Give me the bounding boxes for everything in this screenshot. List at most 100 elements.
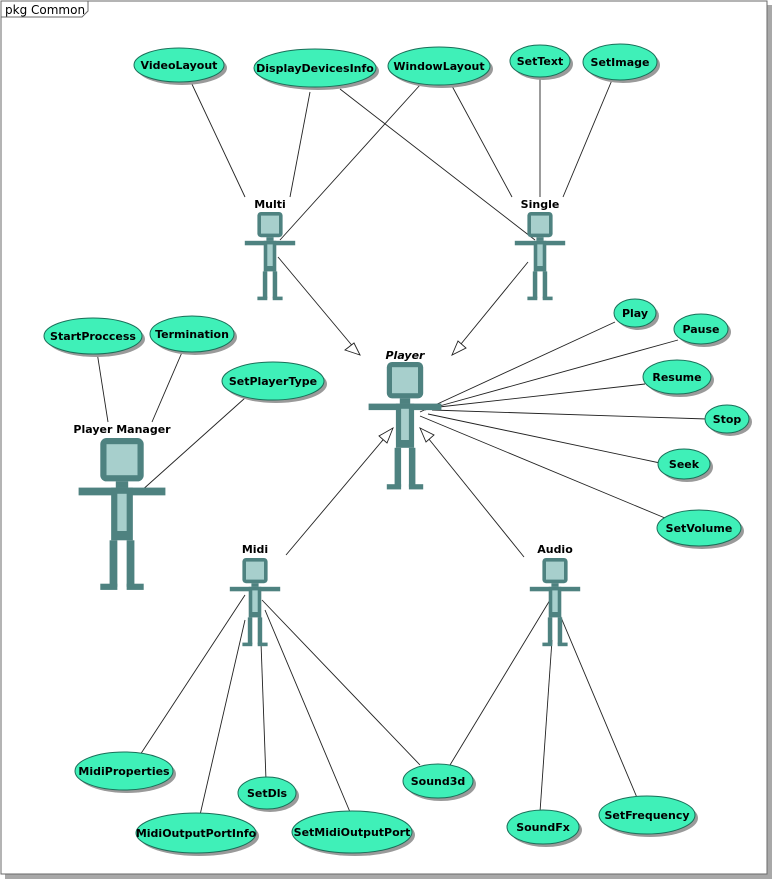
actor-face xyxy=(261,215,279,234)
assoc-audio-setfrequency xyxy=(559,614,639,801)
actor-right-foot xyxy=(126,583,144,590)
use-case-set-midi-output-port: SetMidiOutputPort xyxy=(291,810,415,856)
actor-label-player-manager: Player Manager xyxy=(73,423,171,436)
actor-left-foot xyxy=(386,484,402,490)
use-case-resume: Resume xyxy=(642,359,714,397)
actor-right-foot xyxy=(257,642,268,647)
assoc-single-setimage xyxy=(562,79,613,198)
use-case-label: SetDls xyxy=(247,787,288,800)
use-case-ellipse xyxy=(704,404,750,434)
use-case-ellipse xyxy=(221,361,325,401)
use-case-label: MidiOutputPortInfo xyxy=(136,827,257,840)
actor-right-leg xyxy=(126,540,135,587)
use-case-ellipse xyxy=(402,763,474,799)
actor-label-midi: Midi xyxy=(242,543,268,556)
use-case-set-dls: SetDls xyxy=(237,776,299,812)
use-case-midi-output-port-info: MidiOutputPortInfo xyxy=(135,812,259,856)
use-case-label: Play xyxy=(622,307,648,320)
use-case-display-devices-info: DisplayDevicesInfo xyxy=(253,48,379,90)
actor-left-foot xyxy=(242,642,253,647)
actors xyxy=(78,212,581,647)
use-case-set-frequency: SetFrequency xyxy=(598,795,698,837)
gen-arrowhead-midi xyxy=(378,426,394,444)
use-case-start-proccess: StartProccess xyxy=(43,317,145,357)
gen-arrowhead-multi xyxy=(344,342,361,356)
use-case-play: Play xyxy=(613,298,659,330)
actor-label-player: Player xyxy=(386,349,426,362)
actor-neck xyxy=(536,237,544,241)
actor-body-inner xyxy=(117,493,127,531)
actor-multi xyxy=(244,212,296,301)
use-case-ellipse xyxy=(135,812,257,854)
use-case-ellipse xyxy=(387,46,491,86)
generalization-arrows xyxy=(277,256,529,558)
use-case-ellipse xyxy=(657,448,711,480)
actor-neck xyxy=(399,398,411,404)
use-case-set-text: SetText xyxy=(509,44,573,80)
actor-right-foot xyxy=(542,296,553,301)
assoc-player-seek xyxy=(427,413,661,464)
gen-audio-player xyxy=(419,427,525,558)
use-case-set-volume: SetVolume xyxy=(656,509,744,549)
use-case-ellipse xyxy=(598,795,696,835)
use-case-ellipse xyxy=(291,810,413,854)
actor-face xyxy=(546,561,564,580)
actor-left-foot xyxy=(527,296,538,301)
actor-left-foot xyxy=(100,583,118,590)
actor-face xyxy=(392,367,418,394)
use-case-ellipse xyxy=(656,509,742,547)
use-case-label: StartProccess xyxy=(50,330,136,343)
assoc-single-displaydevicesinfo xyxy=(339,88,536,241)
assoc-midi-midioutputportinfo xyxy=(199,619,246,816)
assoc-player-play xyxy=(419,321,616,413)
actor-player-manager xyxy=(78,438,166,590)
actor-left-leg xyxy=(547,617,553,645)
assoc-pm-startproccess xyxy=(96,351,109,423)
use-case-ellipse xyxy=(613,298,657,328)
assoc-pm-setplayertype xyxy=(139,397,246,493)
gen-single-player xyxy=(451,261,529,356)
use-case-ellipse xyxy=(43,317,143,355)
actor-label-multi: Multi xyxy=(254,198,286,211)
assoc-multi-videolayout xyxy=(189,79,246,198)
actor-label-audio: Audio xyxy=(537,543,573,556)
use-case-label: DisplayDevicesInfo xyxy=(256,62,374,75)
actor-face xyxy=(246,561,264,580)
actor-left-leg xyxy=(532,271,538,299)
actor-right-leg xyxy=(408,447,416,487)
actor-single xyxy=(514,212,566,301)
use-case-sound-fx: SoundFx xyxy=(506,809,582,847)
actor-neck xyxy=(115,481,129,488)
use-case-ellipse xyxy=(582,43,658,81)
gen-arrowhead-audio xyxy=(419,427,435,443)
use-case-label: Sound3d xyxy=(411,775,466,788)
actor-left-foot xyxy=(542,642,553,647)
assoc-player-pause xyxy=(424,339,679,411)
assoc-player-setvolume xyxy=(419,415,666,519)
use-case-ellipse xyxy=(509,44,571,78)
assoc-midi-sound3d xyxy=(261,599,421,766)
use-case-ellipse xyxy=(673,313,729,345)
actor-body-inner xyxy=(537,244,543,266)
use-case-seek: Seek xyxy=(657,448,713,482)
actor-right-leg xyxy=(257,617,263,645)
use-case-video-layout: VideoLayout xyxy=(133,47,227,85)
assoc-audio-sound3d xyxy=(449,599,551,766)
actor-right-leg xyxy=(557,617,563,645)
actor-right-leg xyxy=(272,271,278,299)
use-case-set-player-type: SetPlayerType xyxy=(221,361,327,403)
use-case-label: Termination xyxy=(155,328,229,341)
use-case-ellipse xyxy=(506,809,580,845)
use-case-label: SetImage xyxy=(591,56,650,69)
use-case-ellipse xyxy=(253,48,377,88)
package-tab xyxy=(1,1,89,18)
use-case-label: Resume xyxy=(652,371,701,384)
actor-right-leg xyxy=(542,271,548,299)
use-case-label: SetMidiOutputPort xyxy=(294,826,411,839)
actor-left-foot xyxy=(257,296,268,301)
package-label: pkg Common xyxy=(5,3,85,17)
use-case-stop: Stop xyxy=(704,404,752,436)
association-lines xyxy=(96,77,708,816)
actor-right-foot xyxy=(272,296,283,301)
